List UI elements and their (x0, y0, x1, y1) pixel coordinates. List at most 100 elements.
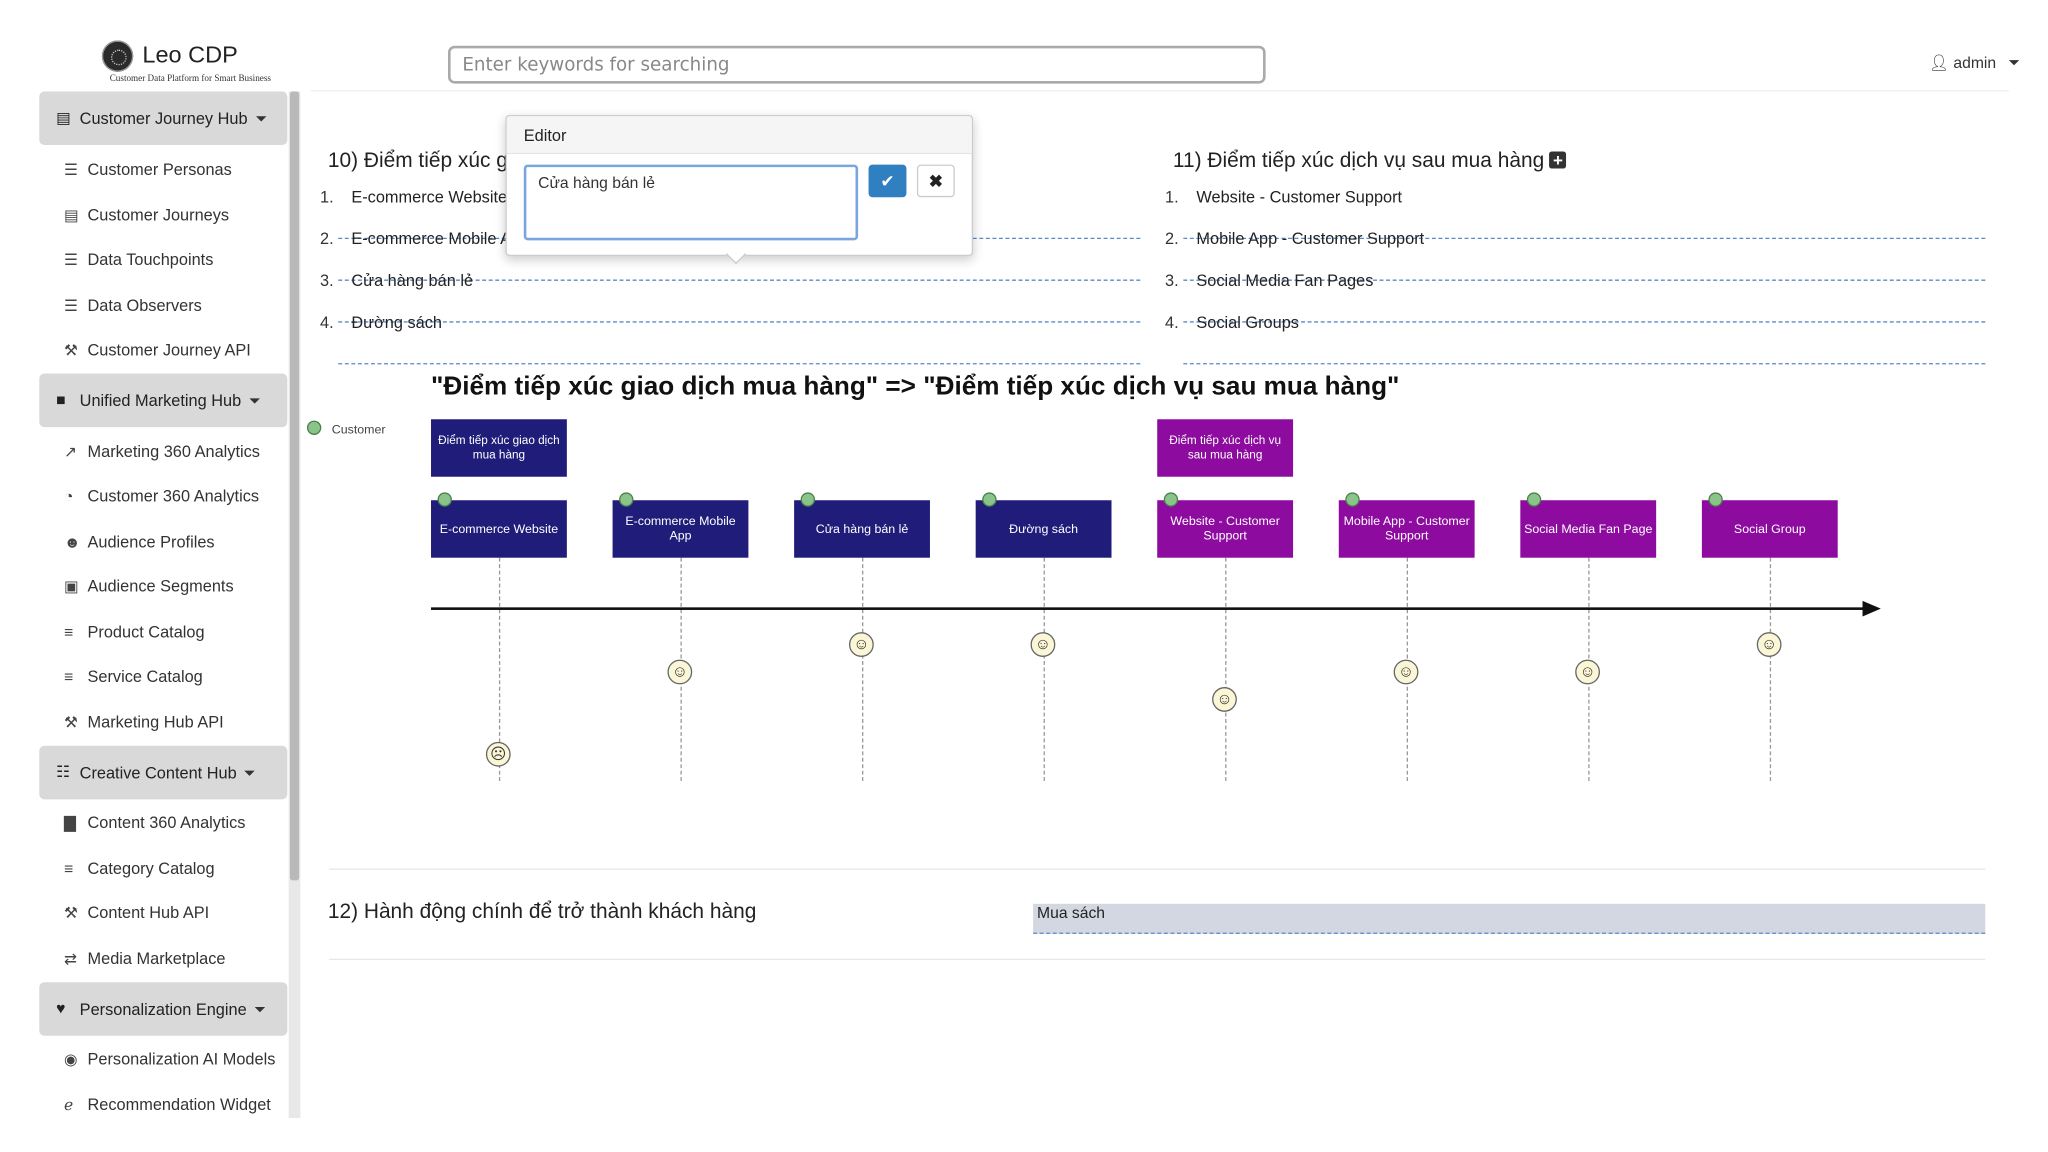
sidebar-hub-customer-journey[interactable]: ▤ Customer Journey Hub (39, 91, 288, 145)
touchpoint-box[interactable]: Mobile App - Customer Support (1338, 500, 1475, 558)
chevron-down-icon (244, 770, 255, 776)
sidebar-hub-personalization-engine[interactable]: ♥ Personalization Engine (39, 982, 288, 1036)
phase-box[interactable]: Điểm tiếp xúc giao dịch mua hàng (431, 419, 567, 477)
sidebar-item-content-360-analytics[interactable]: ▇ Content 360 Analytics (39, 805, 287, 844)
sidebar-item-label: Recommendation Widget (87, 1095, 271, 1115)
touchpoint-label: Mobile App - Customer Support (1343, 514, 1470, 544)
sidebar-item-label: Product Catalog (87, 623, 205, 642)
hub-label: Unified Marketing Hub (79, 391, 242, 411)
touchpoint-box[interactable]: E-commerce Website (431, 500, 567, 558)
app-name: Leo CDP (142, 41, 238, 68)
sidebar-item-service-catalog[interactable]: ≡Service Catalog (39, 658, 287, 697)
phase-box[interactable]: Điểm tiếp xúc dịch vụ sau mua hàng (1157, 419, 1294, 477)
add-icon[interactable]: + (1549, 151, 1567, 168)
customer-marker-dot (619, 492, 634, 507)
sidebar-scrollbar-thumb[interactable] (289, 91, 300, 881)
customer-marker-dot (1526, 492, 1542, 507)
sidebar-item-category-catalog[interactable]: ≡Category Catalog (39, 850, 287, 889)
sidebar-item-product-catalog[interactable]: ≡ Product Catalog (39, 614, 287, 653)
sidebar-item-audience-segments[interactable]: ▣Audience Segments (39, 568, 287, 607)
list-item[interactable]: 3.Social Media Fan Pages (1165, 272, 1986, 323)
customer-marker-dot (1345, 492, 1360, 507)
sad-face-icon: ☹ (485, 741, 511, 767)
touchpoint-box[interactable]: Cửa hàng bán lẻ (794, 500, 930, 558)
plug-icon: ⚒ (63, 713, 79, 732)
section-12-title: 12) Hành động chính để trở thành khách h… (327, 901, 757, 924)
touchpoint-guide-line (498, 557, 501, 782)
sidebar-hub-unified-marketing[interactable]: ■ Unified Marketing Hub (39, 373, 288, 428)
sidebar-item-media-marketplace[interactable]: ⇄Media Marketplace (39, 940, 287, 979)
sidebar-item-content-hub-api[interactable]: ⚒Content Hub API (39, 895, 287, 934)
sidebar-item-customer-journeys[interactable]: ▤ Customer Journeys (39, 197, 287, 236)
sidebar-item-customer-journey-api[interactable]: ⚒Customer Journey API (39, 332, 287, 371)
touchpoint-label: E-commerce Mobile App (625, 514, 736, 544)
chevron-down-icon (2008, 60, 2019, 66)
touchpoint-box[interactable]: Đường sách (975, 500, 1112, 558)
timeline-axis (431, 607, 1866, 610)
user-name: admin (1953, 53, 1997, 72)
sidebar-item-audience-profiles[interactable]: ☻Audience Profiles (39, 524, 287, 563)
sidebar-item-marketing-360-analytics[interactable]: ↗Marketing 360 Analytics (39, 434, 287, 473)
chevron-down-icon (254, 1007, 265, 1013)
touchpoint-box[interactable]: Social Group (1701, 500, 1838, 558)
happy-face-icon: ☺ (1212, 687, 1237, 712)
editor-title: Editor (523, 126, 567, 145)
save-button[interactable]: ✔ (868, 164, 907, 198)
happy-face-icon: ☺ (848, 632, 874, 657)
sidebar-item-customer-personas[interactable]: ☰Customer Personas (39, 152, 287, 191)
sidebar-item-data-touchpoints[interactable]: ☰Data Touchpoints (39, 242, 287, 281)
sidebar-item-label: Data Observers (87, 296, 202, 315)
user-circle-icon: ◉ (63, 1050, 78, 1069)
sidebar-item-label: Content 360 Analytics (87, 813, 246, 832)
database-icon: ≡ (63, 623, 74, 642)
sidebar-item-customer-360-analytics[interactable]: ◔Customer 360 Analytics (39, 478, 287, 517)
database-icon: ≡ (63, 667, 74, 686)
customer-marker-dot (437, 492, 452, 507)
touchpoint-label: Website - Customer Support (1170, 514, 1280, 544)
hub-label: Customer Journey Hub (79, 109, 248, 128)
hub-label: Personalization Engine (79, 1000, 247, 1019)
happy-face-icon: ☺ (667, 659, 693, 685)
customer-marker-dot (800, 492, 816, 507)
touchpoint-box[interactable]: Website - Customer Support (1157, 500, 1294, 558)
customer-marker-dot (1163, 492, 1179, 507)
editor-header (506, 116, 972, 155)
editor-textarea[interactable] (523, 164, 859, 241)
sitemap-icon: ☷ (56, 762, 71, 782)
map-icon: ▤ (63, 206, 79, 225)
touchpoint-box[interactable]: E-commerce Mobile App (612, 500, 749, 558)
sidebar-item-label: Audience Segments (87, 577, 234, 596)
briefcase-icon: ■ (56, 390, 66, 409)
sidebar-item-data-observers[interactable]: ☰ Data Observers (39, 287, 287, 326)
list-item[interactable]: 2.E-commerce Mobile A (320, 230, 1141, 281)
list-item[interactable]: 4.Đường sách (320, 313, 1141, 365)
plug-icon: ⚒ (63, 903, 79, 923)
hub-label: Creative Content Hub (79, 764, 237, 783)
list-item[interactable]: 2.Mobile App - Customer Support (1165, 230, 1986, 281)
sidebar-item-marketing-hub-api[interactable]: ⚒Marketing Hub API (39, 704, 287, 743)
touchpoint-box[interactable]: Social Media Fan Page (1520, 500, 1657, 558)
app-tagline: Customer Data Platform for Smart Busines… (109, 73, 271, 84)
sidebar-hub-creative-content[interactable]: ☷ Creative Content Hub (39, 745, 288, 800)
journey-map-title: "Điểm tiếp xúc giao dịch mua hàng" => "Đ… (431, 372, 1400, 401)
list-icon: ☰ (63, 250, 79, 270)
list-item[interactable]: 4.Social Groups (1165, 313, 1986, 365)
search-input[interactable] (447, 45, 1266, 84)
user-menu[interactable]: 👤︎ admin (1929, 54, 2019, 72)
sidebar-item-personalization-ai-models[interactable]: ◉Personalization AI Models (39, 1041, 287, 1080)
bar-chart-icon: ▇ (63, 813, 77, 832)
list-item[interactable]: 3.Cửa hàng bán lẻ (320, 272, 1141, 323)
happy-face-icon: ☺ (1030, 632, 1056, 657)
happy-face-icon: ☺ (1756, 632, 1782, 657)
list-item[interactable]: 1.Website - Customer Support (1165, 188, 1986, 240)
cancel-button[interactable]: ✖ (916, 164, 955, 198)
key-action-field[interactable]: Mua sách (1033, 903, 1986, 934)
sidebar-item-label: Customer Journeys (87, 206, 230, 225)
chevron-down-icon (249, 398, 260, 404)
happy-face-icon: ☺ (1393, 659, 1419, 685)
arrow-right-icon (1862, 600, 1881, 617)
users-icon: ☻ (63, 532, 81, 552)
list-icon: ☰ (63, 296, 79, 315)
sidebar-item-label: Media Marketplace (87, 949, 226, 968)
